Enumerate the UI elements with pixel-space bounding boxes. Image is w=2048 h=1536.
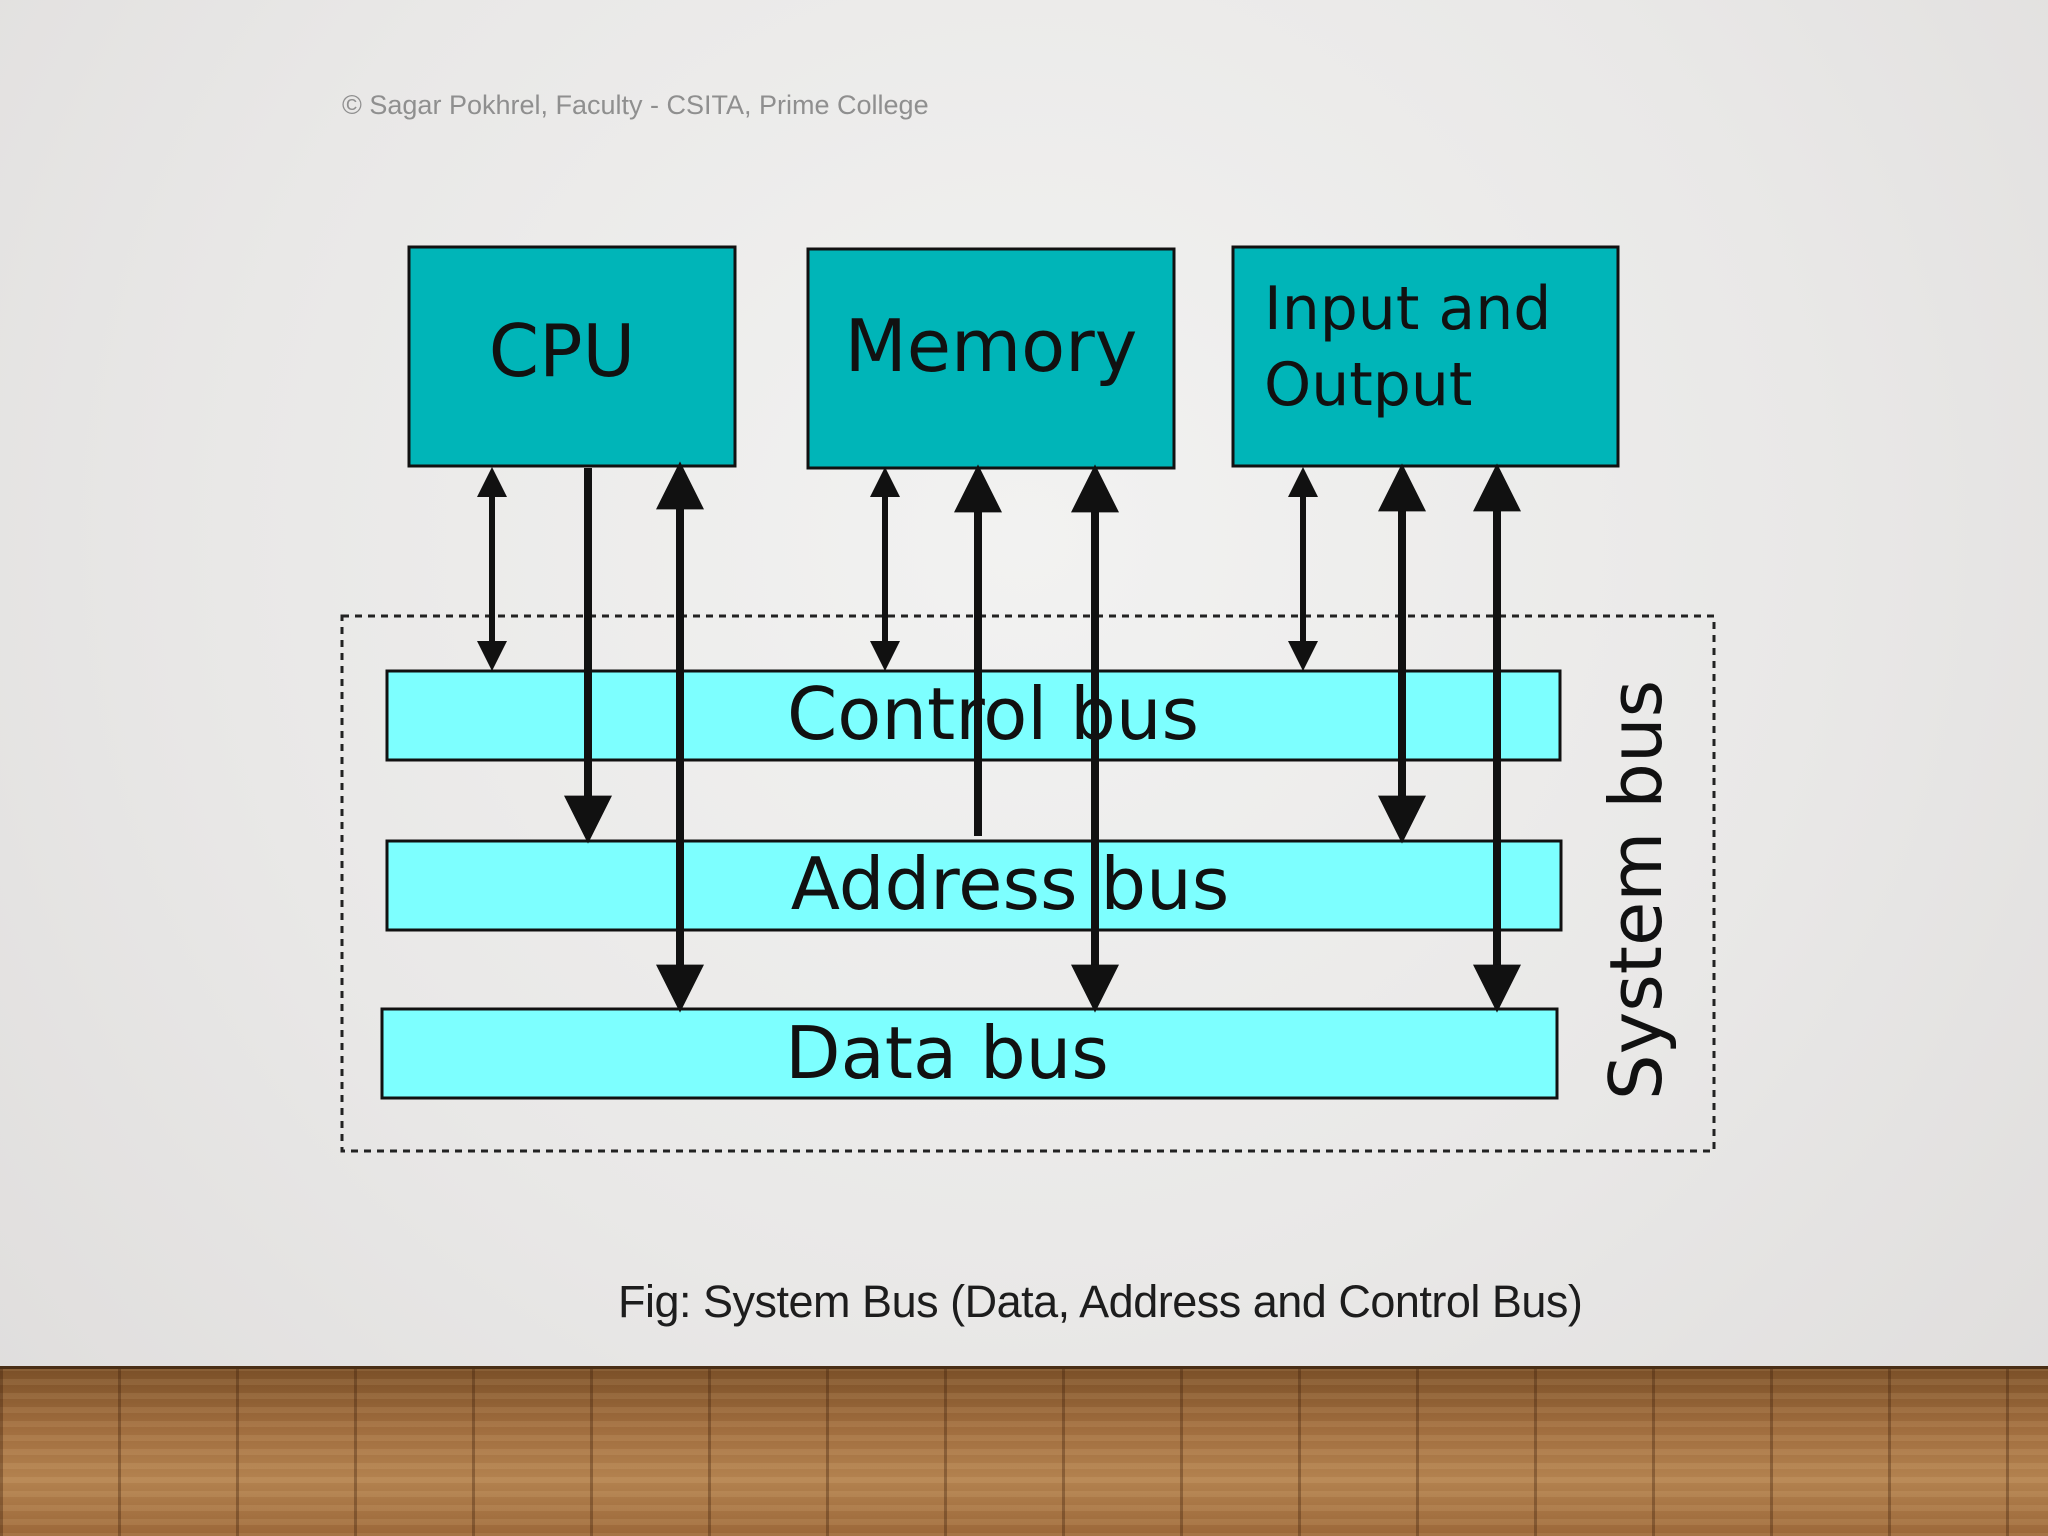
cpu-box	[407, 245, 737, 468]
system-bus-enclosure	[340, 614, 1716, 1153]
wood-floor-decoration	[0, 1366, 2048, 1536]
control-bus-bar	[385, 669, 1562, 762]
data-bus-bar	[380, 1007, 1559, 1100]
control-bus-label: Control bus	[787, 672, 1199, 756]
memory-box	[806, 247, 1176, 470]
system-bus-label: System bus	[1594, 680, 1678, 1100]
io-label-line1: Input and	[1264, 274, 1551, 344]
memory-label: Memory	[845, 304, 1138, 388]
cpu-label: CPU	[489, 309, 635, 393]
data-bus-label: Data bus	[785, 1011, 1109, 1095]
address-bus-bar	[385, 839, 1563, 932]
copyright-text: © Sagar Pokhrel, Faculty - CSITA, Prime …	[342, 90, 929, 120]
io-label-line2: Output	[1264, 350, 1472, 420]
io-box	[1231, 245, 1620, 468]
figure-caption: Fig: System Bus (Data, Address and Contr…	[618, 1276, 1583, 1327]
system-bus-diagram: CPU Memory Input and Output Control bus …	[340, 245, 1716, 1153]
address-bus-label: Address bus	[791, 842, 1229, 926]
